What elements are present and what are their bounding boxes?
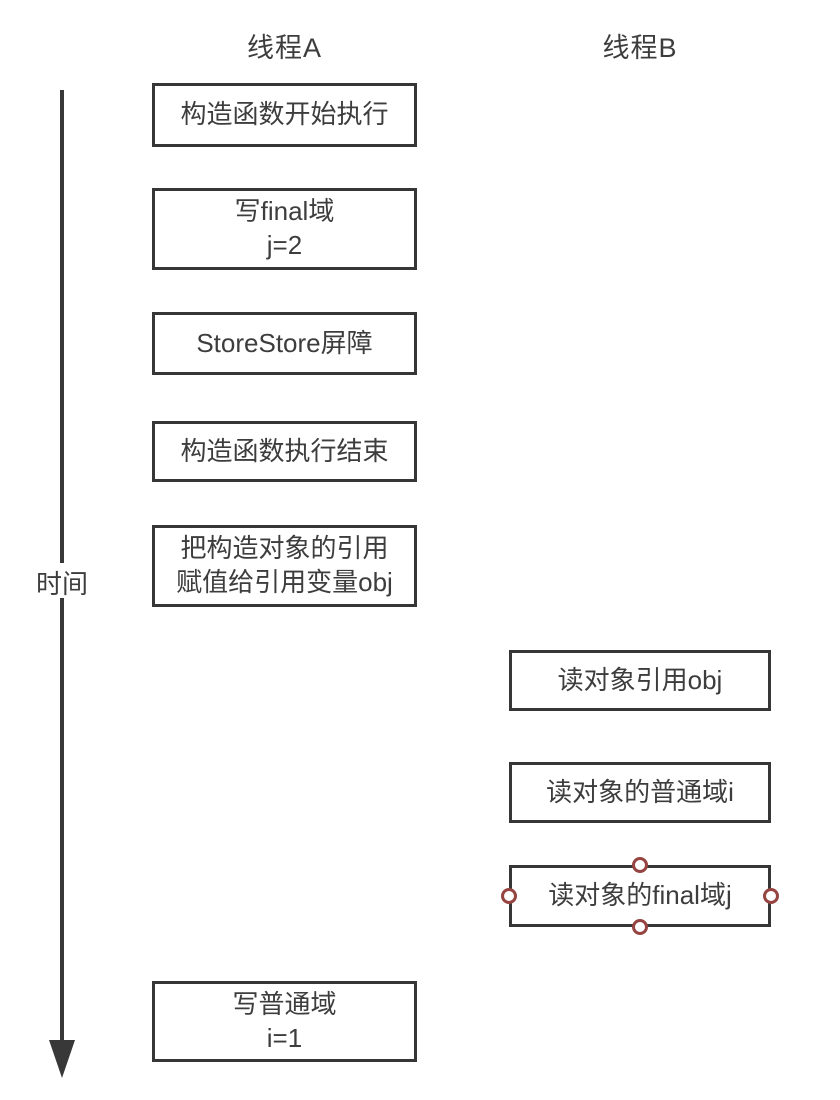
node-write-normal-field[interactable]: 写普通域 i=1 <box>152 981 417 1062</box>
node-label: 读对象的final域j <box>548 880 732 911</box>
node-label: 写final域 j=2 <box>234 196 335 260</box>
node-read-normal-field[interactable]: 读对象的普通域i <box>509 762 771 823</box>
node-write-final-field[interactable]: 写final域 j=2 <box>152 188 417 270</box>
time-axis-label: 时间 <box>35 569 88 599</box>
node-read-final-field-selected[interactable]: 读对象的final域j <box>501 857 779 935</box>
node-label: 读对象引用obj <box>557 664 723 695</box>
time-axis-arrowhead-icon <box>49 1040 75 1078</box>
node-label: 把构造对象的引用 赋值给引用变量obj <box>176 533 393 597</box>
resize-handle-right[interactable] <box>763 888 779 904</box>
resize-handle-bottom[interactable] <box>632 919 648 935</box>
node-read-object-reference[interactable]: 读对象引用obj <box>509 650 771 711</box>
thread-b-header[interactable]: 线程B <box>602 33 678 63</box>
node-label: 构造函数开始执行 <box>180 99 389 130</box>
time-axis-line-bottom <box>60 598 64 1041</box>
resize-handle-left[interactable] <box>501 888 517 904</box>
node-constructor-end[interactable]: 构造函数执行结束 <box>152 421 417 482</box>
node-label: 读对象的普通域i <box>546 776 734 807</box>
thread-a-header[interactable]: 线程A <box>246 33 322 63</box>
resize-handle-top[interactable] <box>632 857 648 873</box>
node-label: 写普通域 i=1 <box>232 988 337 1053</box>
node-constructor-start[interactable]: 构造函数开始执行 <box>152 83 417 147</box>
time-axis-line-top <box>60 90 64 563</box>
node-label: 构造函数执行结束 <box>180 435 389 466</box>
node-assign-object-reference[interactable]: 把构造对象的引用 赋值给引用变量obj <box>152 525 417 607</box>
node-storestore-barrier[interactable]: StoreStore屏障 <box>152 312 417 375</box>
node-label: StoreStore屏障 <box>196 327 373 358</box>
